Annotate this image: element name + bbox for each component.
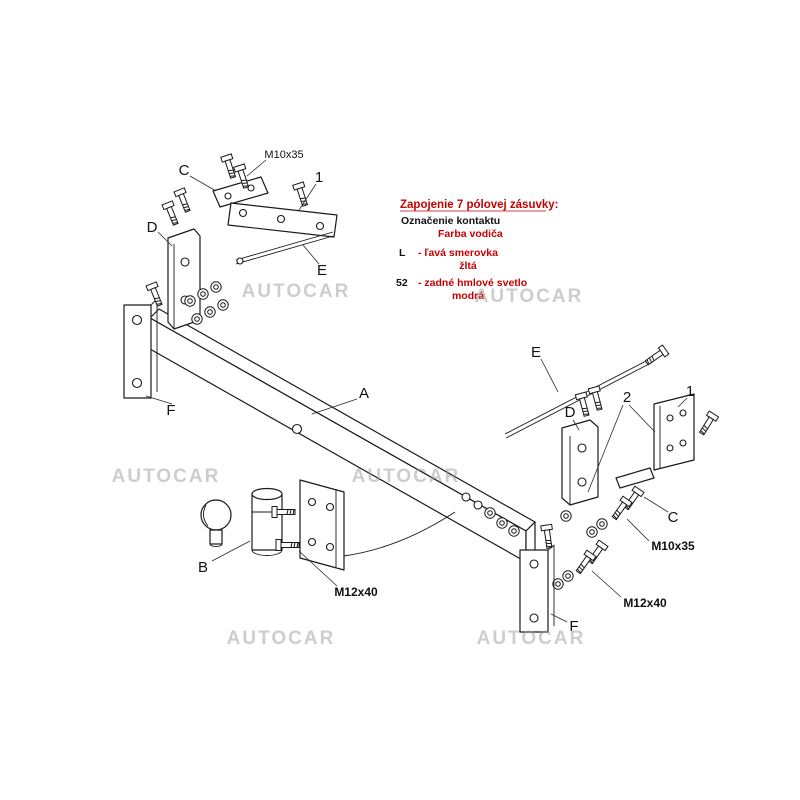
label-e-top: E: [317, 262, 327, 279]
label-m12x40-left: M12x40: [334, 585, 378, 599]
washer-icon: [210, 281, 222, 293]
label-f-right: F: [569, 618, 578, 635]
tow-ball: [200, 499, 232, 547]
bolt-icon: [271, 506, 296, 518]
bolt-spec-top-label: M10x35: [264, 149, 303, 161]
watermark-text: AUTOCAR: [242, 281, 351, 302]
bolt-icon: [587, 385, 606, 412]
watermark-text: AUTOCAR: [352, 466, 461, 487]
washer-icon: [562, 570, 574, 582]
washer-icon: [204, 306, 216, 318]
bolt-icon: [574, 391, 593, 418]
label-a: A: [359, 385, 369, 402]
part-labels: M10x35 C D 1 E F A B M12x40 E D 2 1 C M1…: [147, 149, 695, 635]
washer-icon: [484, 507, 496, 519]
label-2-right: 2: [623, 389, 631, 406]
leader-lines: [145, 159, 688, 623]
label-e-right: E: [531, 344, 541, 361]
label-m10x35-right: M10x35: [651, 539, 695, 553]
watermark-text: AUTOCAR: [477, 628, 586, 649]
ball-mount-plate: [299, 479, 345, 571]
washer-icon: [586, 526, 598, 538]
label-c-top: C: [179, 162, 190, 179]
plate-c-top: [212, 176, 269, 208]
label-1-right: 1: [686, 383, 694, 400]
watermark-text: AUTOCAR: [227, 628, 336, 649]
wiring-row-desc: - zadné hmlové svetlo: [418, 277, 527, 289]
label-c-right: C: [668, 509, 679, 526]
wiring-row-wire: modrá: [452, 290, 484, 302]
washer-icon: [191, 313, 203, 325]
bolt-icon: [275, 539, 300, 551]
label-d-right: D: [565, 404, 576, 421]
watermark-text: AUTOCAR: [475, 286, 584, 307]
wiring-row-pin: L: [399, 247, 406, 259]
watermarks: AUTOCAR AUTOCAR AUTOCAR AUTOCAR AUTOCAR …: [112, 281, 586, 649]
rod-e-top: [235, 231, 334, 265]
wiring-note: Zapojenie 7 pólovej zásuvky: Označenie k…: [396, 199, 559, 302]
bracket-d-right: [561, 419, 599, 506]
wiring-note-header-pin: Označenie kontaktu: [401, 215, 500, 227]
left-end-plate: [123, 298, 158, 399]
bolt-icon: [145, 281, 166, 308]
wiring-row-wire: žltá: [459, 260, 477, 272]
label-m12x40-right: M12x40: [623, 596, 667, 610]
side-plate-1-right: [653, 393, 695, 471]
label-1-top: 1: [315, 169, 323, 186]
bolt-icon: [696, 410, 720, 437]
label-d-top: D: [147, 219, 158, 236]
watermark-text: AUTOCAR: [112, 466, 221, 487]
right-assembly: [484, 344, 720, 633]
wiring-note-title: Zapojenie 7 pólovej zásuvky:: [400, 199, 559, 211]
bolt-icon: [173, 187, 194, 214]
bolt-icon: [540, 523, 556, 550]
washer-icon: [596, 518, 608, 530]
bolt-icon: [161, 200, 182, 227]
washer-icon: [217, 299, 229, 311]
washer-icon: [508, 525, 520, 537]
bracket-curve: [343, 511, 456, 557]
top-left-assembly: [145, 153, 338, 330]
wiring-row-desc: - ľavá smerovka: [418, 247, 498, 259]
label-b: B: [198, 559, 208, 576]
bolt-icon: [292, 181, 311, 208]
label-f-left: F: [166, 402, 175, 419]
washer-icon: [496, 517, 508, 529]
washer-icon: [197, 288, 209, 300]
wiring-row-pin: 52: [396, 277, 408, 289]
washer-icon: [184, 295, 196, 307]
plate-c-right: [615, 467, 655, 489]
wiring-note-header-color: Farba vodiča: [438, 228, 503, 240]
right-end-plate: [519, 544, 555, 633]
tow-ball-assembly: [200, 479, 345, 571]
washer-icon: [560, 510, 572, 522]
